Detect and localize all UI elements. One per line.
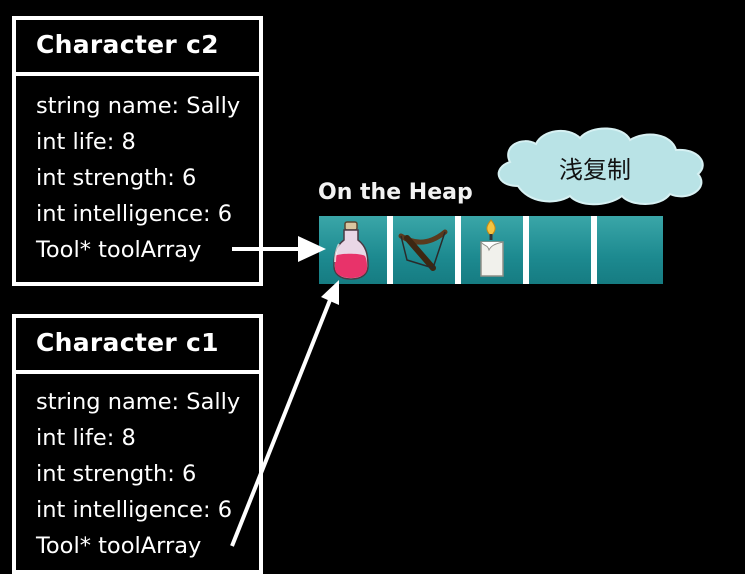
heap-slot-3 (523, 216, 591, 284)
heap-label: On the Heap (318, 180, 473, 205)
c1-life-field: int life: 8 (36, 425, 136, 451)
character-c1-fields: string name: Sally int life: 8 int stren… (16, 374, 259, 564)
c1-pointer-arrow (230, 280, 339, 547)
potion-icon (333, 221, 369, 280)
c2-strength-field: int strength: 6 (36, 165, 197, 191)
c1-strength-field: int strength: 6 (36, 461, 197, 487)
character-c2-title: Character c2 (16, 20, 259, 76)
heap-slot-0 (319, 216, 387, 284)
heap-tool-array (319, 216, 663, 284)
c2-life-field: int life: 8 (36, 129, 136, 155)
c2-toolarray-field: Tool* toolArray (36, 237, 202, 263)
character-c2-fields: string name: Sally int life: 8 int stren… (16, 76, 259, 268)
character-c2-box: Character c2 string name: Sally int life… (12, 16, 263, 286)
candle-icon (480, 219, 504, 277)
c1-intelligence-field: int intelligence: 6 (36, 497, 233, 523)
character-c1-box: Character c1 string name: Sally int life… (12, 314, 263, 574)
c2-name-field: string name: Sally (36, 93, 241, 119)
heap-slot-1 (387, 216, 455, 284)
c2-pointer-arrow (232, 236, 326, 262)
c1-name-field: string name: Sally (36, 389, 241, 415)
heap-slot-2 (455, 216, 523, 284)
character-c1-title: Character c1 (16, 318, 259, 374)
shallow-copy-cloud (497, 127, 704, 206)
c1-toolarray-field: Tool* toolArray (36, 533, 202, 559)
c2-intelligence-field: int intelligence: 6 (36, 201, 233, 227)
pointer-arrows (230, 236, 339, 547)
shallow-copy-label: 浅复制 (559, 156, 631, 184)
heap-slot-4 (591, 216, 663, 284)
crossbow-icon (398, 229, 448, 271)
